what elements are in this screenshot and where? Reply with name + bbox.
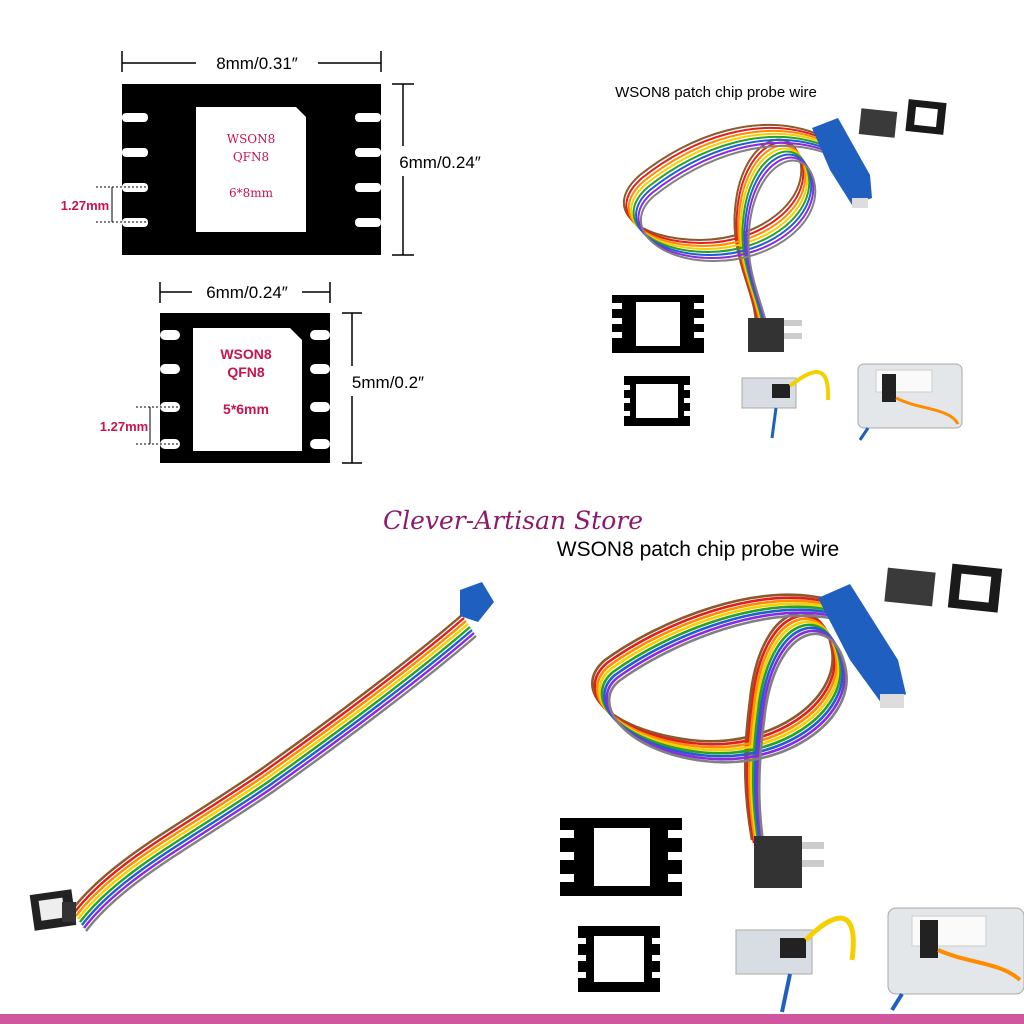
socket-adapter-icon: [905, 99, 947, 135]
chip-small-pad-line3: 5*6mm: [223, 401, 269, 417]
chip-large-pitch-label: 1.27mm: [61, 198, 109, 213]
chip-small-pitch-label: 1.27mm: [100, 419, 148, 434]
photo-top-probe: WSON8 patch chip probe wire: [612, 84, 963, 441]
socket-end: [29, 889, 77, 931]
chip-large-pad-line1: WSON8: [227, 132, 276, 146]
chip-small-height-label: 5mm/0.2″: [352, 373, 424, 392]
photo-bottom-caption: WSON8 patch chip probe wire: [557, 538, 839, 561]
bottom-accent-bar: [0, 1014, 1024, 1024]
wson8-outline-icon-1: [612, 295, 704, 353]
store-name: Clever-Artisan Store: [383, 506, 643, 535]
probe-head-blue: [812, 118, 872, 205]
probe-cable-photo: [29, 582, 494, 932]
programmer-small-photo: [741, 370, 831, 439]
chip-large-pad-line3: 6*8mm: [229, 186, 274, 200]
chip-large-pad: [196, 107, 306, 232]
probe-plug-blue: [460, 582, 494, 622]
wson8-outline-icon-4: [578, 926, 660, 992]
chip-large-width-label: 8mm/0.31″: [216, 54, 298, 73]
photo-bottom-probe: WSON8 patch chip probe wire: [557, 538, 1024, 1013]
chip-small-pad: [193, 328, 302, 451]
wson8-outline-icon-2: [624, 376, 690, 426]
chip-large-diagram: 8mm/0.31″ WSON8 QFN8 6*8mm 1.27mm 6mm/0.…: [61, 51, 481, 256]
programmer-large-photo: [857, 363, 963, 441]
chip-small-pad-line1: WSON8: [220, 346, 272, 362]
ribbon-connector: [748, 318, 784, 352]
chip-photo-icon: [858, 108, 898, 138]
photo-top-caption: WSON8 patch chip probe wire: [615, 84, 817, 101]
wson8-outline-icon-3: [560, 818, 682, 896]
chip-small-diagram: 6mm/0.24″ WSON8 QFN8 5*6mm 1.27mm 5mm/0.…: [100, 282, 424, 464]
chip-large-pad-line2: QFN8: [233, 150, 269, 164]
chip-small-pad-line2: QFN8: [227, 364, 265, 380]
chip-small-width-label: 6mm/0.24″: [206, 283, 288, 302]
chip-large-height-label: 6mm/0.24″: [399, 153, 481, 172]
